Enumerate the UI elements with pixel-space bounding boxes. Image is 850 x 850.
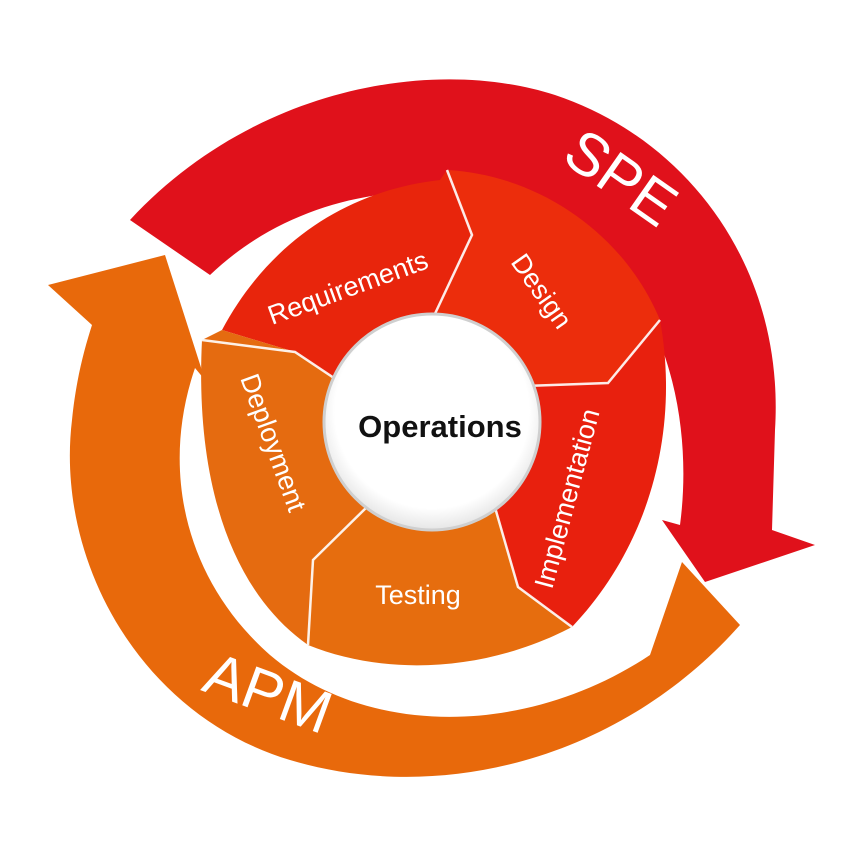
apm-arrow <box>48 255 740 777</box>
stage-label-testing: Testing <box>375 580 461 610</box>
spe-arrow <box>130 79 815 583</box>
segment-dividers <box>201 169 661 646</box>
stage-testing-segment <box>308 497 572 666</box>
center-hub <box>322 312 542 532</box>
stage-requirements-segment <box>222 170 472 382</box>
inner-ring <box>201 170 667 666</box>
center-label: Operations <box>358 409 522 444</box>
